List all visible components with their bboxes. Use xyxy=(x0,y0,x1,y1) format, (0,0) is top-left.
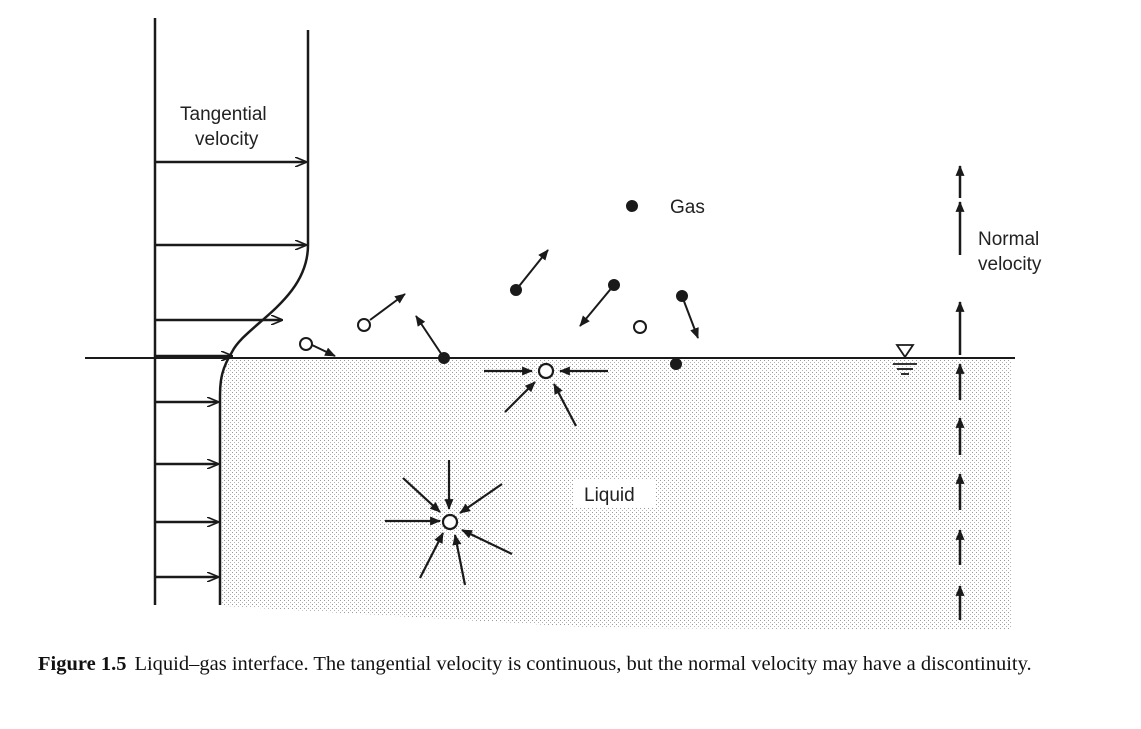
gas-molecule-dot xyxy=(626,200,638,212)
liquid-gas-interface-diagram: Tangential velocity Gas xyxy=(85,18,1042,630)
liquid-label: Liquid xyxy=(584,485,635,506)
gas-molecule-dot xyxy=(676,290,688,302)
gas-molecule-open xyxy=(633,320,647,334)
molecule-trajectory-arrow xyxy=(415,315,445,359)
converging-arrow xyxy=(452,534,467,586)
surface-bubble-group xyxy=(484,362,608,427)
converging-arrow xyxy=(459,483,503,514)
surface-bubble xyxy=(537,362,555,380)
tangential-label-line2: velocity xyxy=(195,129,259,150)
gas-molecule-open xyxy=(299,337,313,351)
deep-bubble-group xyxy=(385,460,513,586)
tangential-velocity-profile xyxy=(153,18,310,605)
velocity-profile-curve xyxy=(218,30,310,605)
gas-label: Gas xyxy=(670,197,705,218)
molecule-trajectory-arrow xyxy=(515,249,549,291)
tangential-label-line1: Tangential xyxy=(180,104,267,125)
figure-caption: Figure 1.5 Liquid–gas interface. The tang… xyxy=(38,648,1108,681)
converging-arrow xyxy=(419,532,444,579)
gas-molecule-dot xyxy=(510,284,522,296)
gas-molecule-dot xyxy=(608,279,620,291)
converging-arrow xyxy=(461,529,513,555)
liquid-label-bg xyxy=(574,480,656,508)
normal-label-line2: velocity xyxy=(978,254,1042,275)
profile-arrows xyxy=(155,162,306,577)
molecule-trajectory-arrow xyxy=(311,344,336,357)
figure-number: Figure 1.5 xyxy=(38,653,127,675)
molecule-trajectory-arrow xyxy=(579,284,615,327)
molecule-trajectory-arrow xyxy=(369,293,406,321)
converging-arrow xyxy=(402,477,441,513)
liquid-molecule-dot xyxy=(670,358,682,370)
caption-text: Liquid–gas interface. The tangential vel… xyxy=(134,653,1032,675)
interface-molecule-dot xyxy=(438,352,450,364)
free-surface-symbol-icon xyxy=(893,344,917,375)
converging-arrow xyxy=(553,383,577,427)
deep-bubble xyxy=(441,513,459,531)
gas-molecule-open xyxy=(357,318,371,332)
normal-label-line1: Normal xyxy=(978,229,1039,250)
gas-molecules xyxy=(299,200,699,370)
molecule-trajectory-arrow xyxy=(681,295,699,339)
converging-arrow xyxy=(504,381,536,413)
